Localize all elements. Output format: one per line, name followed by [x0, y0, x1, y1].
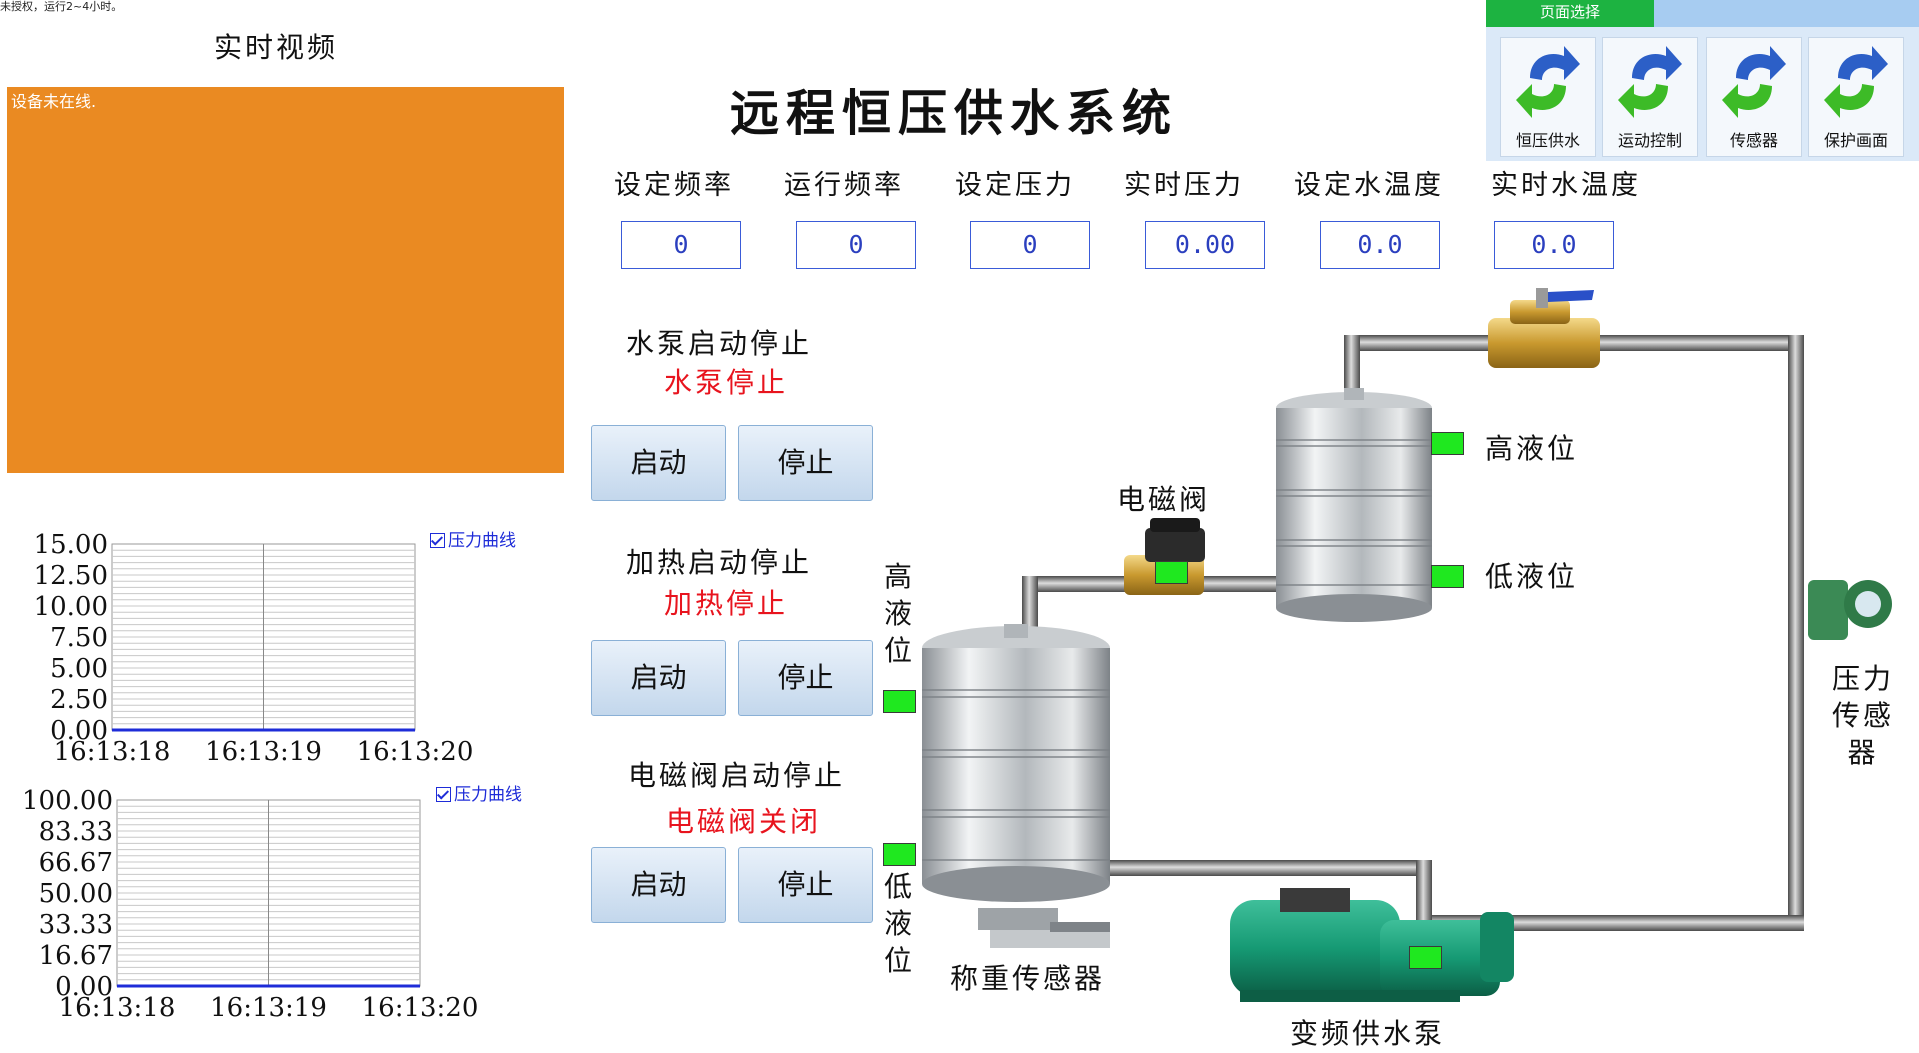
- ball-valve-icon: [1488, 288, 1600, 368]
- param-label-5: 实时水温度: [1491, 170, 1641, 201]
- lower-tank-icon: [922, 624, 1110, 902]
- tank-low-level-label: 低液位: [1485, 560, 1579, 593]
- nav-button-2[interactable]: 传感器: [1706, 37, 1802, 157]
- refresh-arrows-icon: [1618, 46, 1682, 118]
- param-label-1: 运行频率: [784, 170, 904, 201]
- weight-sensor-label: 称重传感器: [950, 962, 1106, 995]
- x-tick-label: 16:13:18: [54, 737, 171, 767]
- chart-2-legend[interactable]: 压力曲线: [436, 780, 522, 805]
- y-tick-label: 33.33: [39, 910, 113, 940]
- x-tick-label: 16:13:20: [362, 993, 479, 1023]
- y-tick-label: 66.67: [39, 848, 113, 878]
- nav-button-3[interactable]: 保护画面: [1808, 37, 1904, 157]
- solenoid-valve-label: 电磁阀: [1117, 483, 1211, 516]
- y-tick-label: 16.67: [39, 941, 113, 971]
- upper-tank-low-indicator: [1431, 565, 1464, 588]
- x-tick-label: 16:13:18: [59, 993, 176, 1023]
- nav-button-0[interactable]: 恒压供水: [1500, 37, 1596, 157]
- nav-button-1[interactable]: 运动控制: [1602, 37, 1698, 157]
- param-value-4[interactable]: 0.0: [1320, 221, 1440, 269]
- stop-button-2[interactable]: 停止: [738, 847, 873, 923]
- high-level-label: 高液位: [883, 560, 912, 667]
- pump-indicator: [1409, 946, 1442, 969]
- checkbox-icon[interactable]: [436, 787, 451, 802]
- start-button-0[interactable]: 启动: [591, 425, 726, 501]
- stop-button-0[interactable]: 停止: [738, 425, 873, 501]
- y-tick-label: 15.00: [34, 530, 108, 560]
- lower-tank-high-indicator: [883, 690, 916, 713]
- solenoid-valve-indicator: [1155, 561, 1188, 584]
- refresh-arrows-icon: [1722, 46, 1786, 118]
- license-note: 未授权，运行2~4小时。: [0, 0, 123, 13]
- y-tick-label: 0.00: [50, 716, 108, 746]
- param-label-3: 实时压力: [1124, 170, 1244, 201]
- chart-1-legend[interactable]: 压力曲线: [430, 526, 516, 551]
- pipes: [1022, 335, 1804, 931]
- video-panel: 设备未在线.: [7, 87, 564, 473]
- y-tick-label: 100.00: [22, 786, 113, 816]
- pressure-sensor-icon: [1808, 580, 1892, 640]
- y-tick-label: 12.50: [34, 561, 108, 591]
- checkbox-icon[interactable]: [430, 533, 445, 548]
- nav-button-label-3: 保护画面: [1823, 131, 1888, 150]
- start-button-2[interactable]: 启动: [591, 847, 726, 923]
- param-value-2[interactable]: 0: [970, 221, 1090, 269]
- y-tick-label: 83.33: [39, 817, 113, 847]
- control-status-1: 加热停止: [664, 587, 789, 620]
- tab-page-select[interactable]: 页面选择: [1486, 0, 1654, 27]
- param-value-3[interactable]: 0.00: [1145, 221, 1265, 269]
- control-status-2: 电磁阀关闭: [666, 805, 822, 838]
- video-title: 实时视频: [214, 31, 339, 64]
- y-tick-label: 5.00: [50, 654, 108, 684]
- video-status: 设备未在线.: [11, 92, 97, 111]
- control-label-1: 加热启动停止: [626, 546, 813, 579]
- pressure-chart-2: 100.0083.3366.6750.0033.3316.670.0016:13…: [22, 786, 479, 1023]
- y-tick-label: 7.50: [50, 623, 108, 653]
- refresh-arrows-icon: [1516, 46, 1580, 118]
- y-tick-label: 10.00: [34, 592, 108, 622]
- upper-tank-high-indicator: [1431, 432, 1464, 455]
- stop-button-1[interactable]: 停止: [738, 640, 873, 716]
- chart-2-legend-label: 压力曲线: [454, 785, 522, 805]
- page-title: 远程恒压供水系统: [730, 84, 1179, 142]
- param-value-5[interactable]: 0.0: [1494, 221, 1614, 269]
- control-status-0: 水泵停止: [664, 366, 789, 399]
- param-label-0: 设定频率: [614, 170, 734, 201]
- start-button-1[interactable]: 启动: [591, 640, 726, 716]
- nav-button-label-0: 恒压供水: [1515, 131, 1580, 150]
- param-value-0[interactable]: 0: [621, 221, 741, 269]
- pump-icon: [1230, 888, 1514, 1002]
- control-label-2: 电磁阀启动停止: [628, 759, 846, 792]
- y-tick-label: 50.00: [39, 879, 113, 909]
- y-tick-label: 0.00: [55, 972, 113, 1002]
- chart-1-legend-label: 压力曲线: [448, 531, 516, 551]
- low-level-label: 低液位: [883, 870, 912, 977]
- tank-high-level-label: 高液位: [1485, 432, 1579, 465]
- pump-label: 变频供水泵: [1290, 1017, 1446, 1050]
- param-value-1[interactable]: 0: [796, 221, 916, 269]
- upper-tank-icon: [1276, 388, 1432, 622]
- x-tick-label: 16:13:19: [205, 737, 322, 767]
- nav-button-label-1: 运动控制: [1617, 131, 1682, 150]
- param-label-2: 设定压力: [955, 170, 1075, 201]
- param-label-4: 设定水温度: [1294, 170, 1444, 201]
- control-label-0: 水泵启动停止: [626, 327, 813, 360]
- lower-tank-low-indicator: [883, 843, 916, 866]
- pressure-sensor-label: 压力传感器: [1831, 662, 1894, 769]
- x-tick-label: 16:13:20: [357, 737, 474, 767]
- nav-button-label-2: 传感器: [1729, 131, 1778, 150]
- x-tick-label: 16:13:19: [210, 993, 327, 1023]
- weight-sensor-icon: [978, 908, 1110, 948]
- refresh-arrows-icon: [1824, 46, 1888, 118]
- y-tick-label: 2.50: [50, 685, 108, 715]
